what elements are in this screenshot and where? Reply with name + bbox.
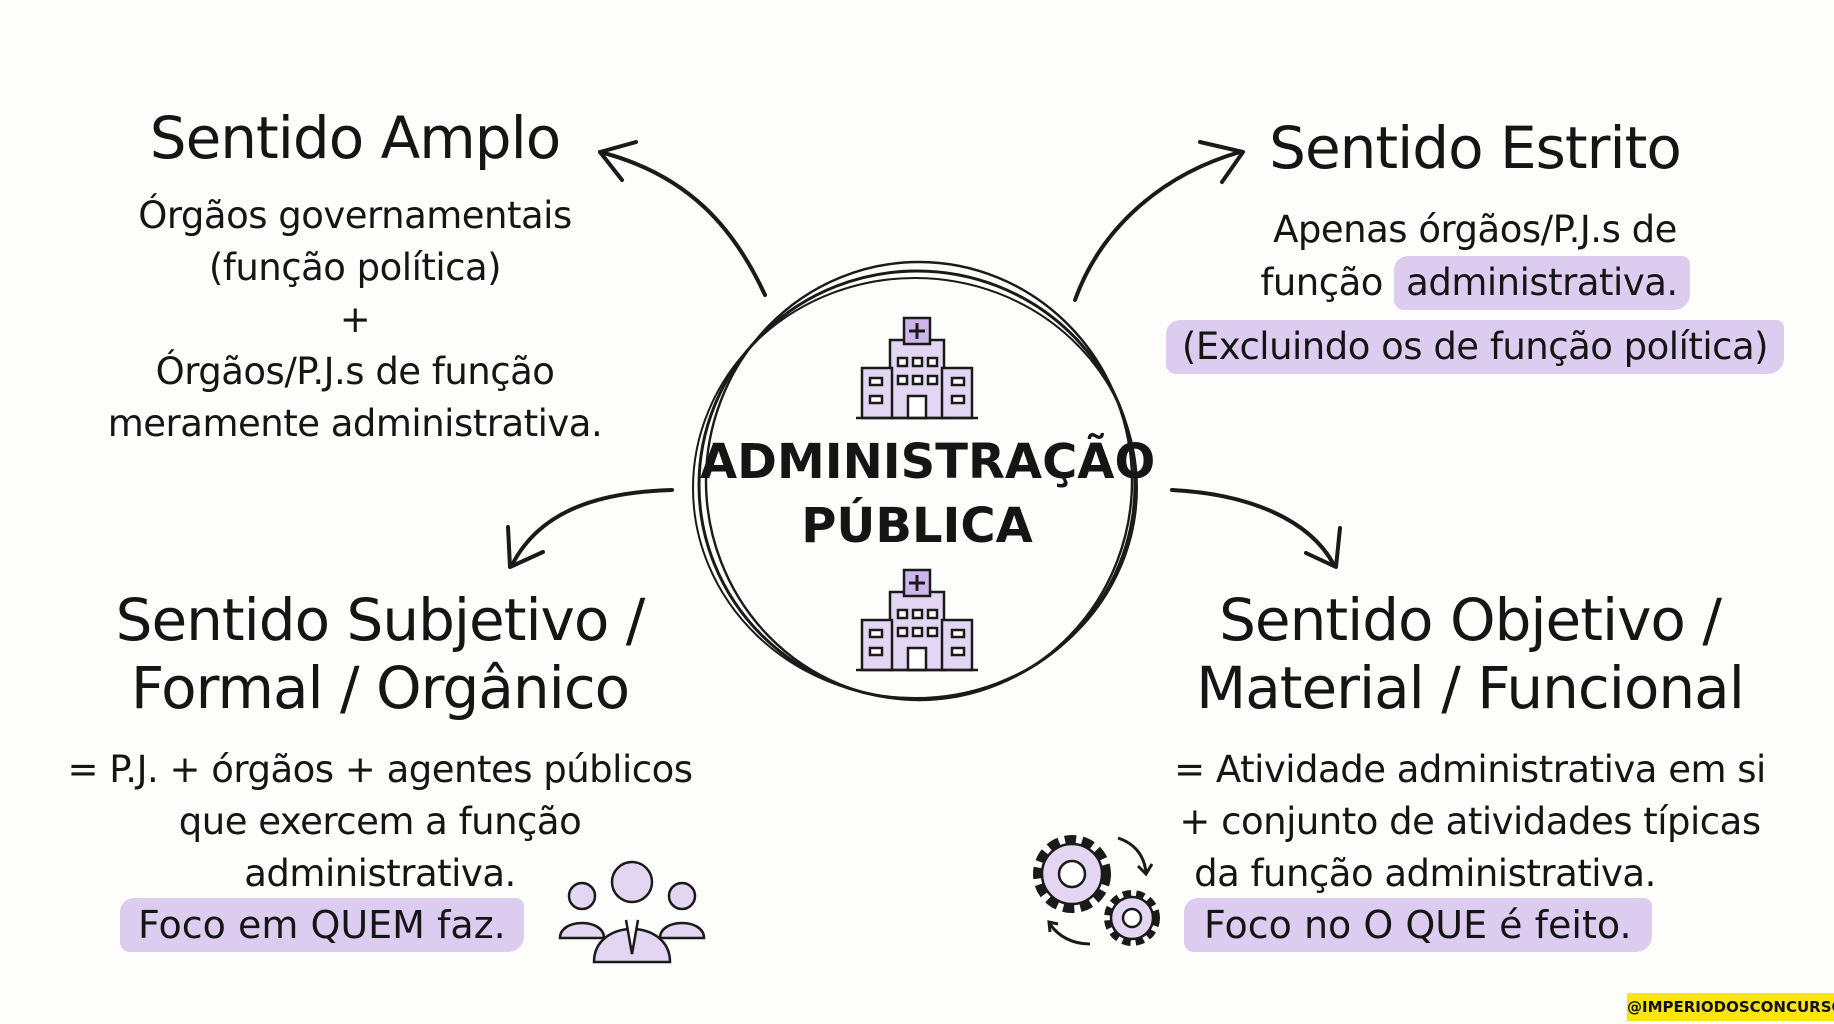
- arrow-amplo: [598, 150, 767, 297]
- arrow-objetivo: [1170, 488, 1336, 567]
- subjetivo-focus: Foco em QUEM faz.: [120, 898, 524, 952]
- subjetivo-title-2: Formal / Orgânico: [130, 654, 630, 722]
- subjetivo-line: = P.J. + órgãos + agentes públicos: [67, 748, 694, 791]
- center-title: ADMINISTRAÇÃO PÚBLICA: [700, 430, 1156, 558]
- estrito-line: Apenas órgãos/P.J.s de: [1273, 208, 1677, 251]
- amplo-plus: +: [339, 298, 371, 341]
- amplo-block: Sentido Amplo Órgãos governamentais (fun…: [70, 104, 640, 450]
- estrito-block: Sentido Estrito Apenas órgãos/P.J.s de f…: [1165, 114, 1785, 374]
- subjetivo-block: Sentido Subjetivo / Formal / Orgânico = …: [50, 586, 710, 900]
- arrow-subjetivo: [510, 488, 674, 567]
- subjetivo-title-1: Sentido Subjetivo /: [115, 586, 646, 654]
- arrow-amplo-head: [598, 140, 638, 182]
- objetivo-title-1: Sentido Objetivo /: [1219, 586, 1722, 654]
- objetivo-focus: Foco no O QUE é feito.: [1184, 898, 1652, 952]
- subjetivo-line: que exercem a função administrativa.: [178, 800, 582, 895]
- watermark-badge: @IMPERIODOSCONCURSOS: [1627, 993, 1834, 1021]
- objetivo-line: = Atividade administrativa em si: [1174, 748, 1766, 791]
- estrito-title: Sentido Estrito: [1269, 114, 1682, 182]
- arrow-estrito: [1073, 150, 1242, 302]
- arrow-estrito-head: [1198, 140, 1245, 184]
- objetivo-block: Sentido Objetivo / Material / Funcional …: [1130, 586, 1810, 900]
- amplo-line: Órgãos/P.J.s de função: [155, 350, 555, 393]
- objetivo-line: + conjunto de atividades típicas: [1179, 800, 1761, 843]
- arrow-objetivo-head: [1304, 526, 1342, 569]
- amplo-line: Órgãos governamentais: [138, 194, 572, 237]
- objetivo-line: da função administrativa.: [1194, 852, 1656, 895]
- center-circle: [692, 260, 1138, 702]
- amplo-line: (função política): [208, 246, 502, 289]
- center-title-line1: ADMINISTRAÇÃO: [700, 434, 1156, 490]
- estrito-note: (Excluindo os de função política): [1165, 320, 1785, 374]
- arrow-subjetivo-head: [506, 525, 545, 569]
- hospital-building-icon: [856, 316, 978, 420]
- objetivo-title-2: Material / Funcional: [1196, 654, 1745, 722]
- amplo-title: Sentido Amplo: [149, 104, 561, 172]
- amplo-line: meramente administrativa.: [107, 402, 603, 445]
- gears-icon: [1033, 835, 1160, 946]
- people-group-icon: [558, 860, 706, 964]
- estrito-line: função administrativa.: [1165, 256, 1785, 310]
- estrito-line2-pre: função: [1260, 261, 1395, 304]
- hospital-building-icon-bottom: [856, 568, 978, 672]
- estrito-highlight: administrativa.: [1394, 256, 1690, 310]
- center-title-line2: PÚBLICA: [801, 498, 1033, 554]
